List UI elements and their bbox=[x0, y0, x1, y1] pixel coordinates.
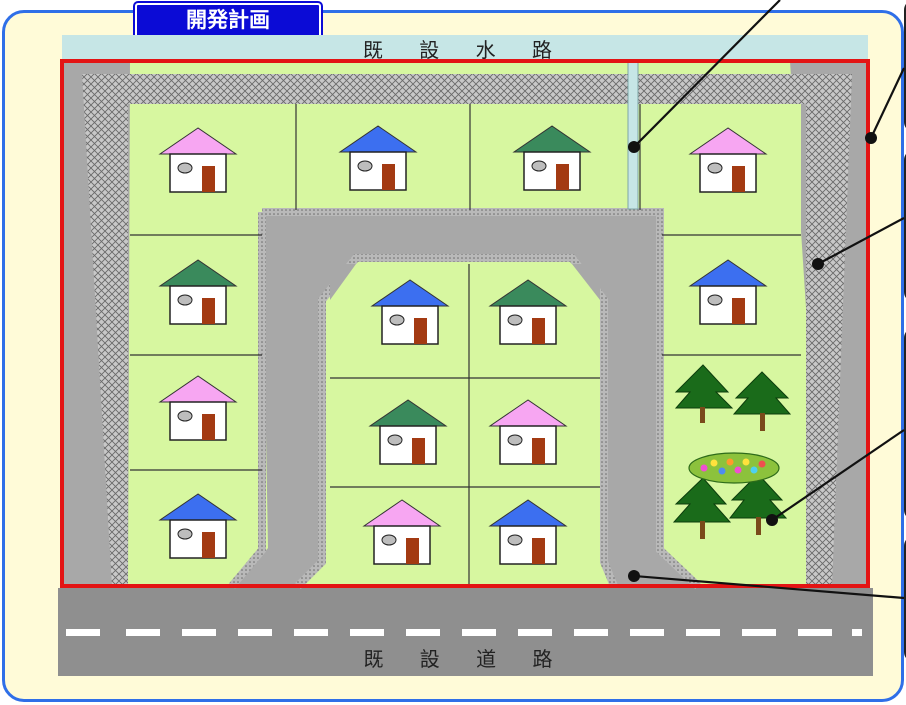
title-tab: 開発計画 bbox=[135, 3, 321, 41]
callout-leaders bbox=[633, 0, 905, 600]
house-icon bbox=[158, 493, 238, 559]
tree-icon bbox=[674, 364, 734, 423]
existing-waterway: 既 設 水 路 bbox=[62, 35, 868, 62]
callout-dot-icon bbox=[628, 141, 640, 153]
house-icon bbox=[370, 279, 450, 345]
callout-dots bbox=[628, 132, 877, 582]
callout-dot-icon bbox=[766, 514, 778, 526]
house-icon bbox=[688, 127, 768, 193]
callout-dot-icon bbox=[812, 258, 824, 270]
house-icon bbox=[158, 259, 238, 325]
house-icon bbox=[368, 399, 448, 465]
house-icon bbox=[512, 125, 592, 191]
development-boundary bbox=[60, 59, 870, 588]
house-icon bbox=[488, 499, 568, 565]
tree-icon bbox=[732, 371, 792, 431]
tree-icon bbox=[672, 477, 732, 539]
inner-corner-tl bbox=[330, 264, 356, 300]
houses bbox=[158, 125, 768, 565]
curb-outer-right bbox=[262, 208, 701, 589]
house-icon bbox=[158, 127, 238, 193]
house-icon bbox=[158, 375, 238, 441]
trees bbox=[672, 364, 792, 539]
callout-dot-icon bbox=[865, 132, 877, 144]
house-icon bbox=[338, 125, 418, 191]
flower-bed-icon bbox=[688, 452, 780, 484]
lot-lines bbox=[130, 104, 801, 584]
tree-icon bbox=[728, 473, 788, 535]
inner-corner-tr bbox=[572, 264, 600, 300]
house-icon bbox=[362, 499, 442, 565]
drain-channel bbox=[627, 60, 639, 210]
house-icon bbox=[488, 279, 568, 345]
road-centerline bbox=[66, 629, 862, 636]
curb-outer-left bbox=[228, 212, 266, 589]
waterway-label: 既 設 水 路 bbox=[362, 37, 568, 62]
house-icon bbox=[688, 259, 768, 325]
road-label: 既 設 道 路 bbox=[363, 646, 568, 671]
callout-dot-icon bbox=[628, 570, 640, 582]
house-icon bbox=[488, 399, 568, 465]
curb-inner bbox=[295, 254, 618, 589]
